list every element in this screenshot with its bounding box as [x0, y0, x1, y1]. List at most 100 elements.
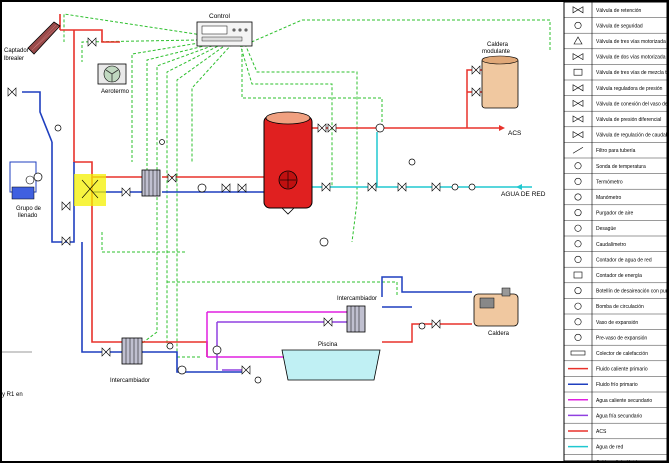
legend-label: Purgador de aire	[596, 211, 633, 217]
legend-row: Válvula de dos vías motorizada	[564, 53, 667, 65]
boiler: Caldera	[473, 287, 519, 337]
legend-row: Manómetro	[564, 193, 667, 206]
legend-symbol-icon	[574, 333, 582, 341]
expansion-area	[74, 174, 106, 206]
legend-symbol-icon	[574, 318, 582, 326]
legend-row: Válvula de retención	[564, 6, 667, 18]
filling-group-label-2: llenado	[18, 213, 38, 219]
secondary-hot-loop	[162, 69, 502, 193]
legend-row: Válvula reguladora de presión	[564, 84, 667, 96]
legend-label: Sonda de temperatura	[596, 164, 646, 170]
legend-label: Válvula de regulación de caudal	[596, 133, 667, 139]
legend-symbol-icon	[574, 224, 582, 232]
exchanger-pool: Intercambiador	[337, 296, 377, 333]
legend-row: Válvula de tres vías motorizada	[564, 36, 667, 49]
legend-label: Fluido frío primario	[596, 382, 638, 388]
legend-label: Desagüe	[596, 226, 616, 232]
legend-row: Colector de calefacción	[564, 350, 667, 361]
modulating-boiler-label: Caldera	[487, 42, 509, 48]
legend-label: Válvula de seguridad	[596, 23, 643, 29]
components	[33, 123, 476, 384]
collector-label: Captador	[4, 48, 29, 54]
legend-line-row: Fluido caliente primario	[564, 367, 667, 377]
legend-label: Pre-vaso de expansión	[596, 335, 647, 341]
legend-symbol-icon	[574, 193, 582, 201]
legend-row: Vaso de expansión	[564, 318, 667, 330]
legend-label: Manómetro	[596, 195, 622, 201]
legend-line-row: Cable señal eléctrica	[596, 460, 643, 461]
legend-symbol-icon	[574, 287, 582, 295]
legend-label: Bomba de circulación	[596, 304, 644, 310]
legend-label: Agua caliente secundario	[596, 398, 652, 404]
legend-row: Filtro para tubería	[564, 146, 667, 159]
filling-group: Grupo de llenado	[9, 161, 42, 219]
legend-label: Filtro para tubería	[596, 148, 636, 154]
legend-row: Caudalímetro	[564, 240, 667, 252]
legend-label: Caudalímetro	[596, 242, 626, 248]
legend-symbol-icon	[574, 240, 582, 248]
exchanger-top-label: Intercambiador	[337, 296, 377, 302]
legend-row: Desagüe	[564, 224, 667, 237]
legend-row: Válvula de conexión del vaso de expansió…	[564, 99, 667, 112]
legend-row: Válvula de regulación de caudal	[564, 131, 667, 143]
legend-label: Válvula de dos vías motorizada	[596, 55, 666, 61]
exchanger-bottom-label: Intercambiador	[110, 378, 150, 384]
valves	[7, 37, 481, 375]
legend-symbol-icon	[572, 146, 584, 154]
legend-symbol-icon	[573, 36, 583, 45]
legend-symbol-icon	[572, 131, 584, 139]
legend-label: Válvula de retención	[596, 8, 642, 14]
aerotermo-label: Aerotermo	[101, 89, 130, 95]
modulating-boiler: Caldera modulante	[481, 42, 519, 109]
legend-row: Termómetro	[564, 177, 667, 190]
legend-symbol-icon	[574, 302, 582, 310]
legend-label: Agua de red	[596, 445, 623, 451]
legend-row: Sonda de temperatura	[564, 162, 667, 174]
legend-row: Válvula de seguridad	[564, 21, 667, 34]
legend-line-row: Agua de red	[564, 445, 667, 455]
legend-symbol-icon	[572, 84, 584, 92]
legend-symbol-icon	[573, 271, 583, 279]
legend-line-row: Agua caliente secundario	[564, 398, 667, 408]
legend-label: Válvula de tres vías motorizada	[596, 39, 666, 45]
control-label: Control	[209, 13, 231, 20]
legend-symbol-icon	[574, 177, 582, 185]
pool: Piscina	[281, 342, 381, 381]
legend-label: Válvula de presión diferencial	[596, 117, 661, 123]
solar-collector: Captador lbrealer	[4, 21, 61, 62]
acs-label: ACS	[508, 130, 522, 137]
legend-row: Válvula de presión diferencial	[564, 115, 667, 128]
legend-row: Contador de energía	[564, 271, 667, 283]
caldera-loop	[381, 276, 472, 343]
acs-arrow	[499, 125, 505, 131]
legend-symbol-icon	[573, 68, 583, 76]
legend-label: Válvula reguladora de presión	[596, 86, 663, 92]
legend-symbol-icon	[570, 350, 586, 356]
legend-label: ACS	[596, 429, 607, 435]
filling-group-label: Grupo de	[16, 206, 42, 212]
legend-line-row: ACS	[564, 429, 667, 439]
legend-row: Bomba de circulación	[564, 302, 667, 315]
legend-label: Fluido caliente primario	[596, 367, 648, 373]
storage-tank	[263, 111, 313, 215]
legend-label: Válvula de tres vías de mezcla termostát…	[596, 70, 667, 76]
legend-symbol-icon	[572, 53, 584, 61]
legend-label: Colector de calefacción	[596, 351, 648, 357]
legend-label: Vaso de expansión	[596, 320, 638, 326]
exchanger-primary	[141, 169, 161, 197]
agua-de-red-label: AGUA DE RED	[501, 191, 546, 198]
legend-row: Purgador de aire	[564, 209, 667, 221]
left-fragment-label: y R1 en	[2, 392, 23, 398]
control-panel: Control	[196, 13, 253, 47]
legend-row: Pre-vaso de expansión	[564, 333, 667, 346]
legend-label: Contador de energía	[596, 273, 642, 279]
legend-label: Contador de agua de red	[596, 257, 652, 263]
legend-row: Contador de agua de red	[564, 255, 667, 268]
legend-label: Agua fría secundario	[596, 413, 642, 419]
pool-label: Piscina	[318, 342, 338, 348]
legend-row: Botellín de desaireación con purgador ma…	[564, 287, 667, 299]
legend-symbol-icon	[574, 255, 582, 263]
